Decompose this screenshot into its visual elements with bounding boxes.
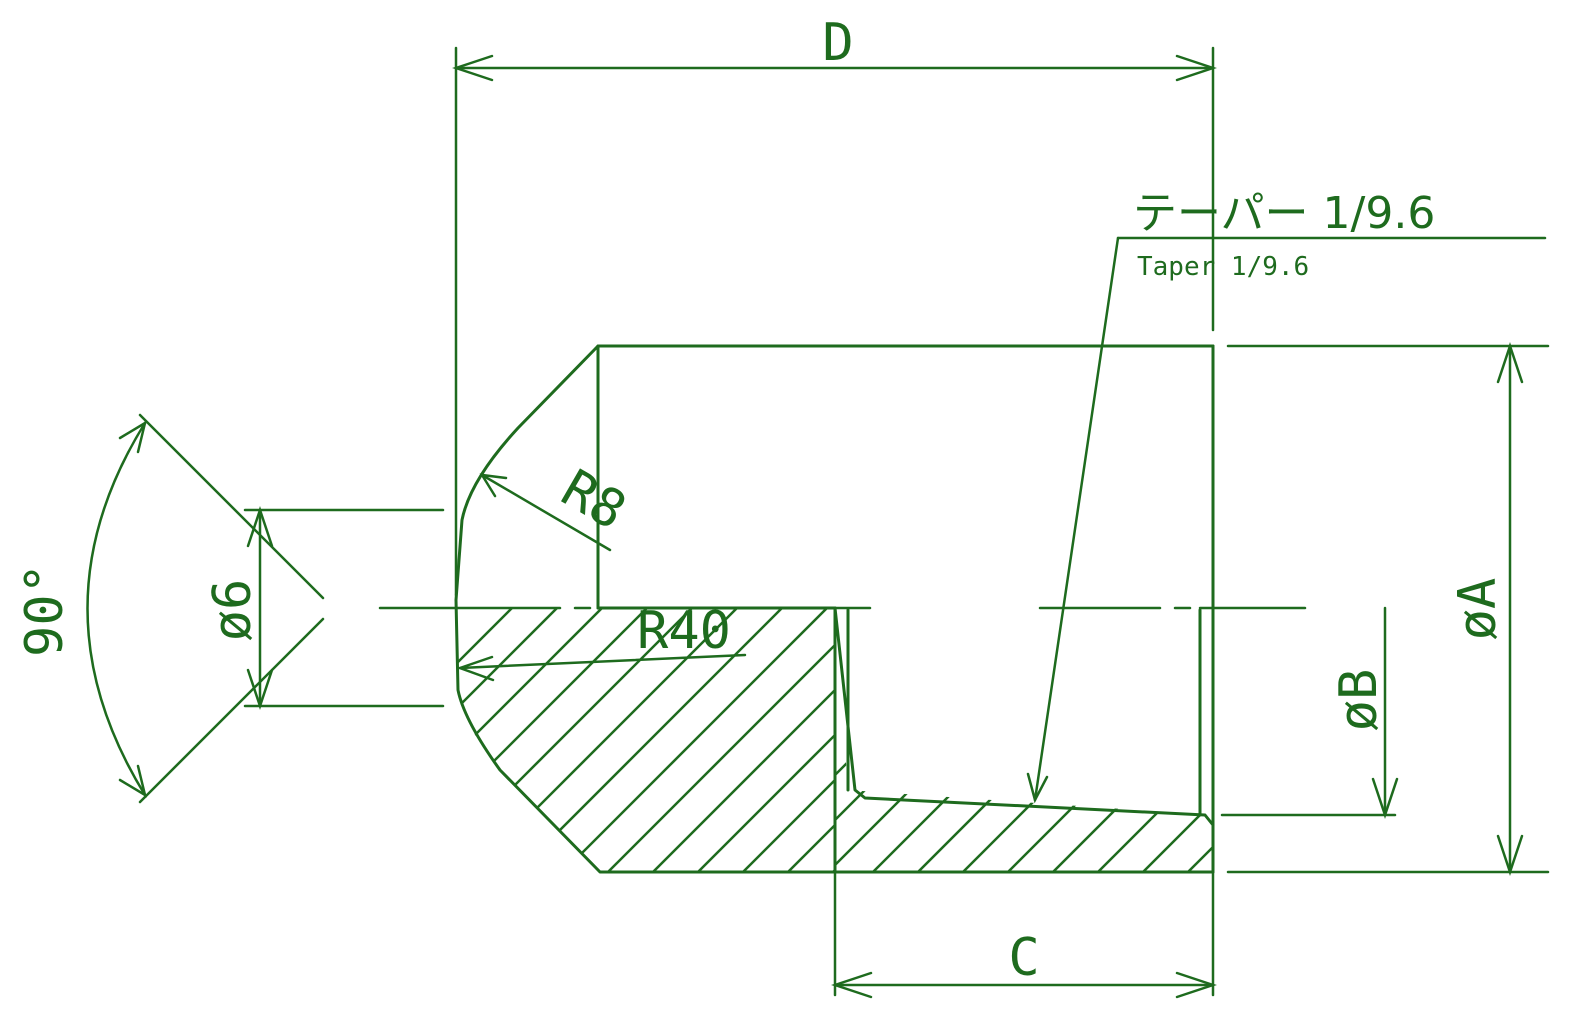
dimension-phi-a bbox=[1226, 342, 1550, 876]
radius-r8-leader bbox=[479, 473, 612, 552]
radius-r40-leader bbox=[456, 653, 747, 682]
dimension-phi-6 bbox=[243, 506, 445, 710]
dimension-c bbox=[831, 870, 1217, 999]
taper-japanese-label: テーパー 1/9.6 bbox=[1133, 188, 1435, 239]
dimension-phi-a-label: øA bbox=[1448, 578, 1508, 641]
radius-r8-label: R8 bbox=[551, 459, 635, 542]
taper-leader bbox=[1026, 236, 1547, 804]
radius-r40-label: R40 bbox=[637, 601, 731, 661]
dimension-angle-label: 90° bbox=[15, 563, 75, 657]
dimension-d-label: D bbox=[822, 13, 853, 73]
dimension-c-label: C bbox=[1008, 928, 1039, 988]
taper-english-label: Taper 1/9.6 bbox=[1137, 252, 1309, 282]
dimension-angle-90 bbox=[86, 413, 325, 804]
dimension-d bbox=[452, 46, 1217, 597]
dimension-phi-b-label: øB bbox=[1329, 669, 1389, 732]
dimension-phi-b bbox=[1220, 606, 1399, 819]
hatching-bottom-section bbox=[835, 608, 1213, 872]
part-outline bbox=[454, 344, 1215, 874]
dimension-phi-6-label: ø6 bbox=[203, 579, 263, 642]
